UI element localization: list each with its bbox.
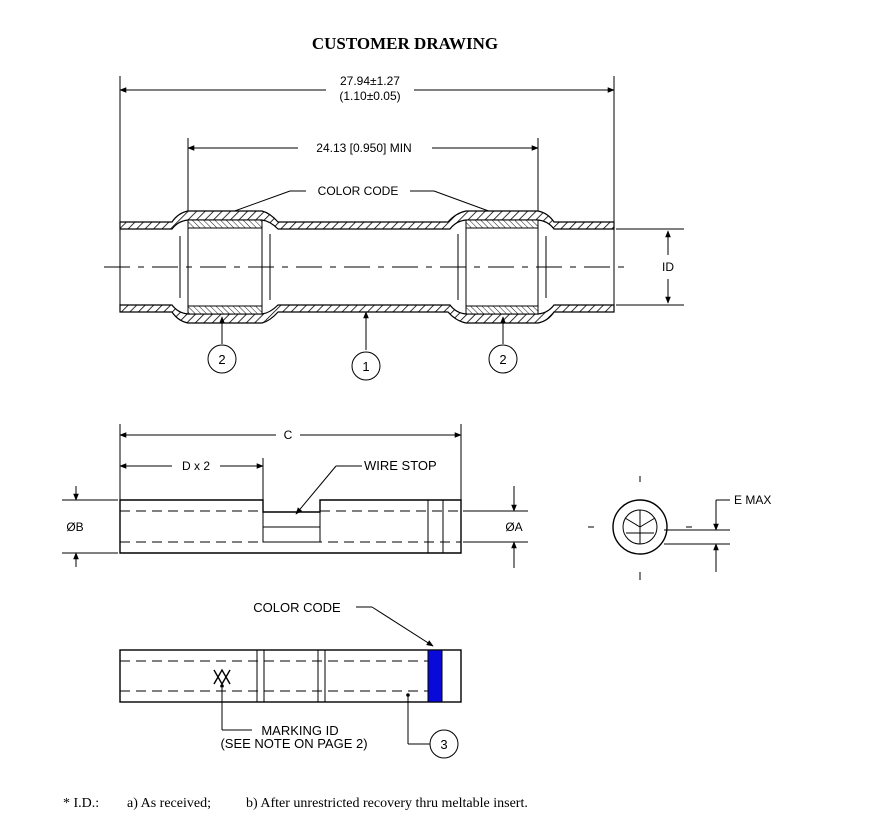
overall-length-in: (1.10±0.05) [339,89,400,103]
overall-length-mm: 27.94±1.27 [340,74,400,88]
e-max-label: E MAX [734,493,771,507]
c-label: C [284,428,293,442]
id-label: ID [662,260,674,274]
marking-id-note: (SEE NOTE ON PAGE 2) [220,736,367,751]
footnote: * I.D.: a) As received; b) After unrestr… [63,796,528,811]
marking-id-label: MARKING ID [261,723,338,738]
end-view: E MAX [588,476,771,580]
svg-text:1: 1 [362,359,369,374]
marking-symbol-icon [213,668,231,688]
side-view: C D x 2 WIRE STOP ØB ØA [62,424,528,568]
section-view: 27.94±1.27 (1.10±0.05) 24.13 [0.950] MIN… [104,74,684,381]
wire-stop-label: WIRE STOP [364,458,437,473]
min-length-label: 24.13 [0.950] MIN [316,141,411,155]
svg-text:2: 2 [499,352,506,367]
balloon-3: 3 [429,729,459,759]
balloon-2-right: 2 [488,344,518,374]
footnote-b: b) After unrestricted recovery thru melt… [246,796,528,811]
a-label: ØA [505,520,522,534]
svg-text:3: 3 [440,737,447,752]
balloon-1: 1 [351,351,381,381]
color-code-label-top: COLOR CODE [318,184,399,198]
svg-text:2: 2 [218,352,225,367]
balloon-2-left: 2 [207,344,237,374]
plan-view: COLOR CODE MARKING ID (SEE NOTE ON PAGE … [119,600,462,759]
color-code-label-bottom: COLOR CODE [253,600,341,615]
footnote-a: a) As received; [127,796,211,811]
footnote-prefix: * I.D.: [63,796,99,811]
b-label: ØB [66,520,83,534]
page-title: CUSTOMER DRAWING [312,34,498,53]
color-code-band [427,649,443,703]
d-label: D x 2 [182,459,210,473]
